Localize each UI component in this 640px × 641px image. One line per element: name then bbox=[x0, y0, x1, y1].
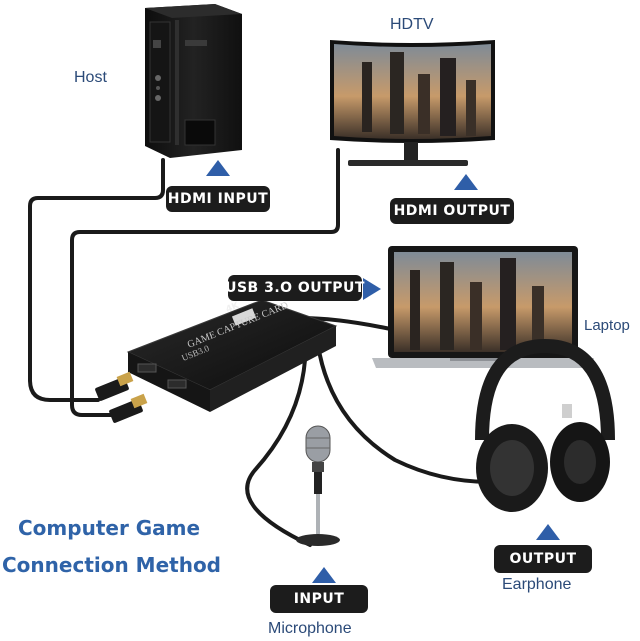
laptop-icon bbox=[372, 246, 594, 368]
arrow-up-icon bbox=[312, 567, 336, 583]
host-to-card-hdmi-cable bbox=[28, 158, 165, 402]
arrows bbox=[206, 160, 560, 583]
arrow-up-icon bbox=[206, 160, 230, 176]
card-to-microphone-cable bbox=[245, 358, 312, 547]
arrow-right-icon bbox=[363, 278, 381, 300]
card-to-hdtv-hdmi-cable bbox=[70, 148, 340, 417]
host-pc-tower-icon bbox=[145, 4, 242, 158]
arrow-up-icon bbox=[536, 524, 560, 540]
host-label: Host bbox=[74, 69, 107, 86]
input-badge: INPUT bbox=[270, 585, 368, 613]
arrow-up-icon bbox=[454, 174, 478, 190]
hdmi-input-badge: HDMI INPUT bbox=[166, 186, 270, 212]
capture-card-icon bbox=[126, 299, 338, 412]
hdtv-monitor-icon bbox=[330, 40, 495, 166]
headphones-icon bbox=[475, 338, 615, 512]
microphone-icon bbox=[296, 425, 340, 546]
microphone-label: Microphone bbox=[268, 620, 352, 637]
output-badge: OUTPUT bbox=[494, 545, 592, 573]
diagram-title-line1: Computer Game bbox=[18, 516, 201, 540]
hdmi-output-badge: HDMI OUTPUT bbox=[390, 198, 514, 224]
hdtv-label: HDTV bbox=[390, 16, 434, 33]
earphone-label: Earphone bbox=[502, 576, 572, 593]
laptop-label: Laptop bbox=[584, 317, 630, 334]
diagram-title-line2: Connection Method bbox=[2, 553, 221, 577]
card-to-earphone-cable bbox=[316, 343, 492, 484]
hdmi-plug-icon bbox=[95, 371, 148, 423]
usb-output-badge: USB 3.O OUTPUT bbox=[225, 275, 364, 301]
